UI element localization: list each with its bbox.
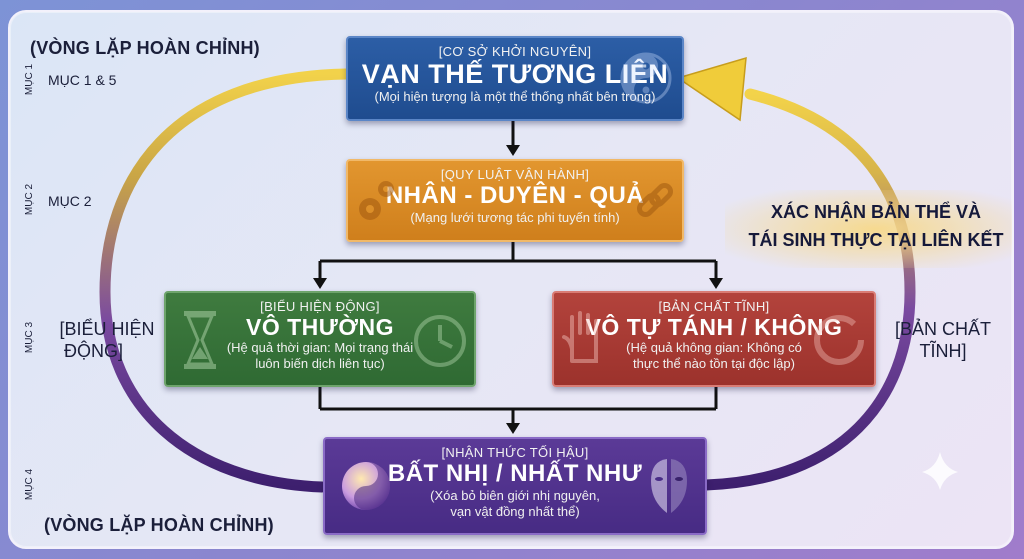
left-side-label: [BIỂU HIỆN ĐỘNG]: [52, 318, 162, 362]
muc4-vertical: MỤC 4: [24, 468, 36, 501]
muc1-label: MỤC 1 & 5: [48, 72, 117, 88]
connectors: [313, 119, 723, 434]
right-side-line1: [BẢN CHẤT: [894, 319, 991, 339]
hourglass-icon: [184, 311, 216, 369]
banner-line1: XÁC NHẬN BẢN THỂ VÀ: [770, 202, 981, 222]
right-sub-1: (Hệ quả không gian: Không có: [626, 340, 802, 355]
muc2-label: MỤC 2: [48, 193, 92, 209]
left-sub-2: luôn biến dịch liên tục): [255, 356, 385, 371]
right-sub-2: thực thể nào tồn tại độc lập): [633, 356, 795, 371]
bottom-sub-2: vạn vật đồng nhất thể): [450, 504, 580, 519]
hand-icon: [562, 311, 598, 363]
box-nhan-duyen-qua: [QUY LUẬT VẬN HÀNH] NHÂN - DUYÊN - QUẢ (…: [346, 159, 684, 242]
bottom-sub-1: (Xóa bỏ biên giới nhị nguyên,: [430, 488, 600, 503]
bottom-tag: [NHẬN THỨC TỐI HẬU]: [441, 445, 589, 460]
box-van-the-tuong-lien: [CƠ SỞ KHỞI NGUYÊN] VẠN THẾ TƯƠNG LIÊN (…: [346, 36, 684, 121]
mid-tag: [QUY LUẬT VẬN HÀNH]: [440, 167, 590, 182]
top-title: VẠN THẾ TƯƠNG LIÊN: [361, 59, 669, 89]
bottom-title: BẤT NHỊ / NHẤT NHƯ: [387, 460, 643, 487]
clock-icon: [414, 315, 466, 367]
mid-title: NHÂN - DUYÊN - QUẢ: [385, 182, 645, 209]
box-bat-nhi: [NHẬN THỨC TỐI HẬU] BẤT NHỊ / NHẤT NHƯ (…: [323, 437, 707, 535]
chain-link-icon: [636, 182, 674, 218]
left-side-line2: ĐỘNG]: [64, 341, 124, 361]
loop-label-top: (VÒNG LẶP HOÀN CHỈNH): [30, 38, 260, 58]
left-side-line1: [BIỂU HIỆN: [59, 319, 155, 339]
box-vo-thuong: [BIỂU HIỆN ĐỘNG] VÔ THƯỜNG (Hệ quả thời …: [164, 291, 476, 387]
two-faces-icon: [651, 459, 687, 513]
gears-icon: [359, 181, 394, 220]
cycle-ring: [99, 56, 1012, 493]
right-side-label: [BẢN CHẤT TĨNH]: [888, 318, 998, 362]
left-arc: [99, 68, 352, 493]
top-tag: [CƠ SỞ KHỞI NGUYÊN]: [438, 44, 592, 59]
left-sub-1: (Hệ quả thời gian: Mọi trạng thái: [226, 340, 414, 355]
right-side-line2: TĨNH]: [919, 341, 967, 361]
box-vo-tu-tanh: [BẢN CHẤT TĨNH] VÔ TỰ TÁNH / KHÔNG (Hệ q…: [552, 291, 876, 387]
banner-line2: TÁI SINH THỰC TẠI LIÊN KẾT: [748, 230, 1004, 250]
mid-sub: (Mạng lưới tương tác phi tuyến tính): [410, 210, 620, 225]
sparkle-icon: [922, 452, 958, 490]
top-sub: (Mọi hiện tượng là một thể thống nhất bê…: [374, 89, 656, 104]
left-title: VÔ THƯỜNG: [246, 314, 394, 340]
right-arc: [700, 88, 916, 491]
muc1-vertical: MỤC 1: [24, 63, 36, 96]
loop-label-bottom: (VÒNG LẶP HOÀN CHỈNH): [44, 515, 274, 535]
banner-label: XÁC NHẬN BẢN THỂ VÀ TÁI SINH THỰC TẠI LI…: [726, 198, 1012, 254]
muc2-vertical: MỤC 2: [24, 183, 36, 216]
diagram-frame: (VÒNG LẶP HOÀN CHỈNH) (VÒNG LẶP HOÀN CHỈ…: [8, 10, 1014, 549]
yin-yang-icon: [620, 52, 672, 104]
left-tag: [BIỂU HIỆN ĐỘNG]: [260, 299, 380, 314]
ring-arrowhead: [676, 56, 747, 122]
yin-yang-glow-icon: [342, 462, 390, 510]
muc3-vertical: MỤC 3: [24, 321, 36, 354]
right-title: VÔ TỰ TÁNH / KHÔNG: [585, 314, 843, 340]
right-tag: [BẢN CHẤT TĨNH]: [658, 299, 770, 314]
enso-circle-icon: [814, 315, 864, 365]
